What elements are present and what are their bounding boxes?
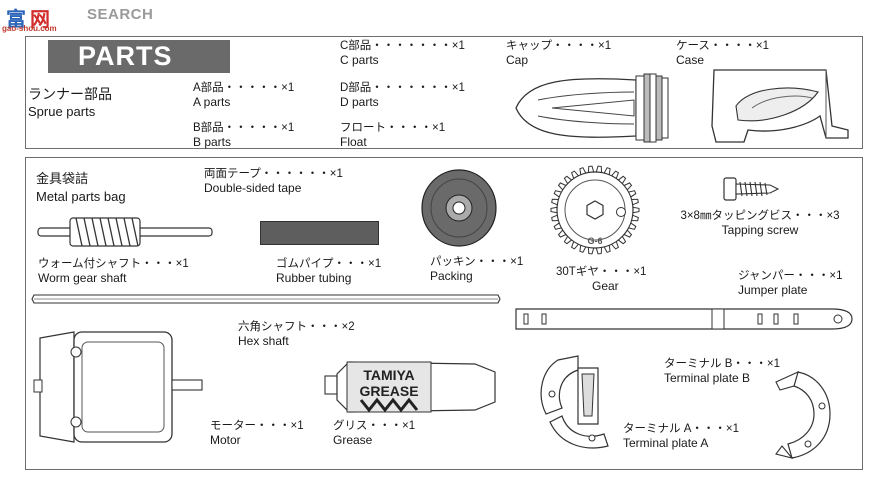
sprue-en: Sprue parts: [28, 104, 96, 119]
terminal-plate-a-drawing: [540, 355, 609, 449]
sprue-frame: [25, 36, 863, 149]
double-sided-tape-drawing: [260, 221, 379, 245]
motor-jp: モーター・・・×1: [210, 420, 304, 432]
metal-bag-label: 金具袋詰 Metal parts bag: [36, 170, 126, 205]
jumper-plate-drawing: [515, 308, 853, 330]
hex-jp: 六角シャフト・・・×2: [238, 321, 355, 333]
terminal-plate-b-drawing: [775, 371, 831, 459]
terminal-a-en: Terminal plate A: [623, 436, 709, 450]
screw-jp: 3×8㎜タッピングビス・・・×3: [680, 210, 840, 222]
packing-drawing: [421, 169, 497, 247]
float-jp: フロート・・・・×1: [340, 122, 446, 134]
rubber-en: Rubber tubing: [276, 271, 352, 285]
motor-drawing: [33, 331, 203, 443]
grease-brand-2: GREASE: [359, 383, 418, 399]
cap-drawing: [515, 73, 669, 143]
a-parts-jp: A部品・・・・・×1: [193, 82, 295, 94]
motor-en: Motor: [210, 433, 241, 447]
motor-label: モーター・・・×1 Motor: [210, 420, 304, 447]
grease-brand-1: TAMIYA: [363, 367, 414, 383]
b-parts-label: B部品・・・・・×1 B parts: [193, 122, 294, 149]
float-en: Float: [340, 135, 367, 149]
sprue-label: ランナー部品 Sprue parts: [28, 86, 112, 120]
watermark-logo: 富 网 gao-shou.com: [2, 3, 66, 33]
gear-jp: 30Tギヤ・・・×1: [556, 266, 647, 278]
jumper-jp: ジャンパー・・・×1: [738, 270, 843, 282]
gear-part-label: G-6: [587, 236, 602, 246]
grease-en: Grease: [333, 433, 373, 447]
worm-label: ウォーム付シャフト・・・×1 Worm gear shaft: [38, 258, 189, 285]
tape-label: 両面テープ・・・・・・×1 Double-sided tape: [204, 168, 343, 195]
watermark-logo-char-2: 网: [30, 9, 50, 31]
tapping-screw-drawing: [723, 177, 780, 201]
metal-bag-en: Metal parts bag: [36, 189, 126, 204]
cap-label: キャップ・・・・×1 Cap: [506, 40, 611, 67]
a-parts-label: A部品・・・・・×1 A parts: [193, 82, 294, 109]
gear-drawing: G-6: [550, 165, 640, 255]
b-parts-en: B parts: [193, 135, 232, 149]
d-parts-en: D parts: [340, 95, 379, 109]
c-parts-en: C parts: [340, 53, 379, 67]
terminal-b-label: ターミナル B・・・×1 Terminal plate B: [664, 358, 780, 385]
c-parts-label: C部品・・・・・・・×1 C parts: [340, 40, 465, 67]
gear-label: 30Tギヤ・・・×1 Gear: [556, 266, 646, 293]
jumper-en: Jumper plate: [738, 283, 808, 297]
case-en: Case: [676, 53, 705, 67]
d-parts-jp: D部品・・・・・・・×1: [340, 82, 465, 94]
packing-en: Packing: [430, 269, 473, 283]
gear-en: Gear: [592, 279, 619, 293]
float-label: フロート・・・・×1 Float: [340, 122, 445, 149]
cap-jp: キャップ・・・・×1: [506, 40, 612, 52]
b-parts-jp: B部品・・・・・×1: [193, 122, 295, 134]
case-drawing: [711, 69, 849, 143]
worm-gear-shaft-drawing: [37, 217, 213, 247]
page-title: PARTS: [48, 40, 230, 73]
grease-tube-drawing: TAMIYA GREASE: [324, 361, 496, 413]
c-parts-jp: C部品・・・・・・・×1: [340, 40, 465, 52]
terminal-b-en: Terminal plate B: [664, 371, 751, 385]
cap-en: Cap: [506, 53, 529, 67]
watermark-brand: SEARCH: [87, 6, 154, 23]
screw-label: 3×8㎜タッピングビス・・・×3 Tapping screw: [676, 210, 844, 237]
watermark-logo-char: 富: [6, 9, 26, 31]
packing-jp: パッキン・・・×1: [430, 256, 524, 268]
metal-bag-frame: [25, 157, 863, 470]
hex-en: Hex shaft: [238, 334, 289, 348]
rubber-label: ゴムパイプ・・・×1 Rubber tubing: [276, 258, 381, 285]
case-jp: ケース・・・・×1: [676, 40, 770, 52]
grease-label: グリス・・・×1 Grease: [333, 420, 415, 447]
hex-shaft-drawing: [31, 294, 501, 304]
watermark-url: gao-shou.com: [2, 24, 57, 33]
a-parts-en: A parts: [193, 95, 231, 109]
terminal-a-jp: ターミナル A・・・×1: [623, 423, 739, 435]
hex-label: 六角シャフト・・・×2 Hex shaft: [238, 321, 355, 348]
packing-label: パッキン・・・×1 Packing: [430, 256, 523, 283]
rubber-jp: ゴムパイプ・・・×1: [276, 258, 382, 270]
screw-en: Tapping screw: [721, 223, 799, 237]
tape-jp: 両面テープ・・・・・・×1: [204, 168, 343, 180]
terminal-b-jp: ターミナル B・・・×1: [664, 358, 780, 370]
case-label: ケース・・・・×1 Case: [676, 40, 769, 67]
worm-jp: ウォーム付シャフト・・・×1: [38, 258, 189, 270]
sprue-jp: ランナー部品: [28, 86, 112, 102]
d-parts-label: D部品・・・・・・・×1 D parts: [340, 82, 465, 109]
worm-en: Worm gear shaft: [38, 271, 127, 285]
jumper-label: ジャンパー・・・×1 Jumper plate: [738, 270, 843, 297]
terminal-a-label: ターミナル A・・・×1 Terminal plate A: [623, 423, 739, 450]
metal-bag-jp: 金具袋詰: [36, 171, 89, 186]
tape-en: Double-sided tape: [204, 181, 302, 195]
grease-jp: グリス・・・×1: [333, 420, 416, 432]
